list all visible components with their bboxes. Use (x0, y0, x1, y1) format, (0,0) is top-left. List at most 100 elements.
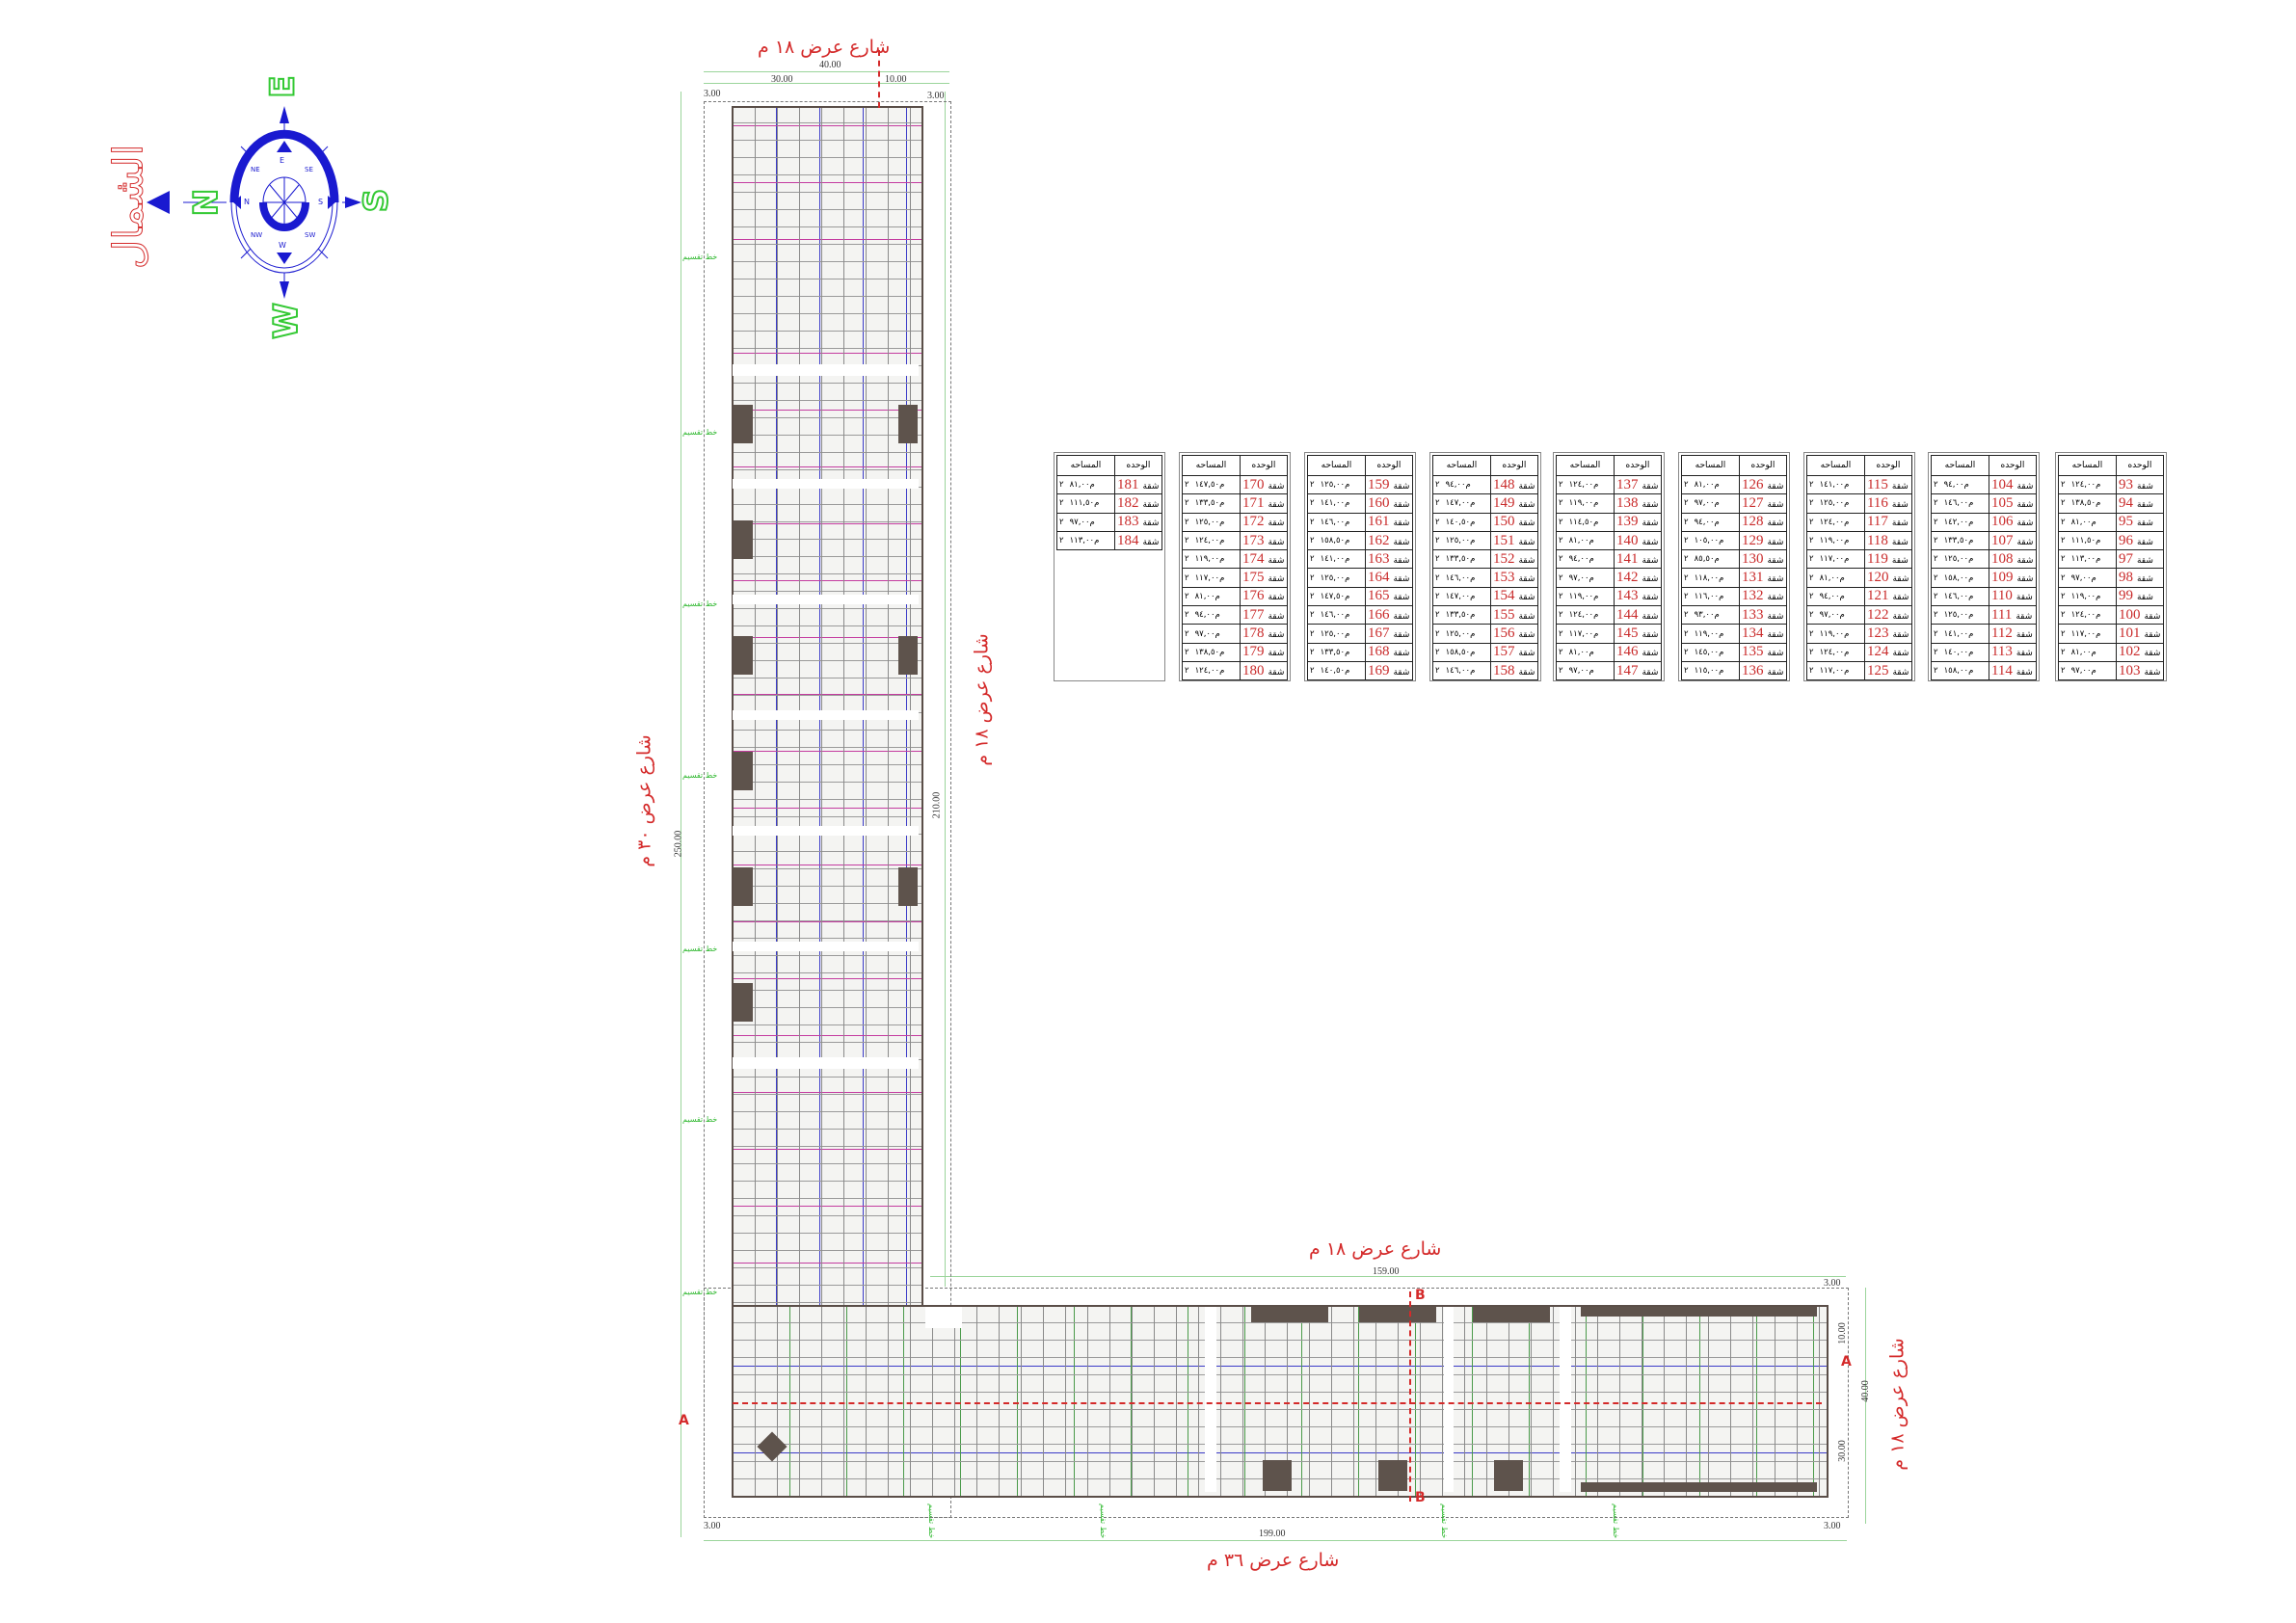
unit-number: 95 (2118, 514, 2133, 530)
unit-type: شقة (1767, 481, 1784, 492)
unit-number: 181 (1116, 476, 1139, 492)
unit-type: شقة (1518, 630, 1535, 641)
unit-number: 125 (1866, 662, 1889, 678)
compass-rose: الشمال N E S W E W N S NE SE NW SW (87, 67, 405, 357)
area-cell: م٢١١٧,٠٠ (1806, 549, 1865, 570)
area-cell: م٢١١٣,٠٠ (2058, 549, 2117, 570)
unit-type: شقة (1892, 574, 1909, 585)
area-unit: م٢ (1559, 591, 1599, 601)
area-unit: م٢ (1185, 536, 1225, 546)
area-unit: م٢ (1310, 572, 1350, 583)
area-cell: م٢١٤٧,٠٠ (1432, 586, 1491, 607)
area-value: ١٢٤,٠٠ (1568, 610, 1594, 621)
compass-inner-w: W (279, 241, 286, 250)
area-value: ١٤٧,٥٠ (1320, 591, 1346, 601)
unit-number: 160 (1367, 494, 1390, 511)
area-value: ١٢٥,٠٠ (1320, 480, 1346, 491)
area-unit: م٢ (1684, 572, 1724, 583)
area-cell: م٢٨٥,٥٠ (1681, 549, 1740, 570)
area-cell: م٢٩٣,٠٠ (1681, 605, 1740, 625)
area-cell: م٢١٣٣,٥٠ (1182, 493, 1241, 514)
area-value: ١١٩,٠٠ (2070, 591, 2096, 601)
area-unit: م٢ (1435, 647, 1476, 657)
area-value: ١٤٦,٠٠ (1445, 572, 1471, 583)
unit-type: شقة (2136, 574, 2153, 585)
area-unit: م٢ (1559, 554, 1594, 565)
area-cell: م٢٨١,٠٠ (1681, 474, 1740, 495)
unit-number: 122 (1866, 606, 1889, 623)
dim-top-right: 10.00 (885, 74, 907, 85)
unit-type: شقة (1393, 593, 1410, 603)
area-value: ١٢٥,٠٠ (1943, 610, 1969, 621)
unit-type: شقة (1393, 611, 1410, 622)
unit-type: شقة (1268, 630, 1285, 641)
unit-type: شقة (1268, 537, 1285, 547)
unit-number: 161 (1367, 514, 1390, 530)
area-unit: م٢ (1684, 517, 1720, 527)
unit-type: شقة (1767, 519, 1784, 529)
unit-type: شقة (1642, 611, 1659, 622)
header-area: المساحه (1556, 455, 1615, 476)
unit-type: شقة (1268, 555, 1285, 566)
header-unit: الوحده (1988, 455, 2038, 476)
unit-number: 162 (1367, 532, 1390, 548)
unit-number: 176 (1241, 588, 1265, 604)
plot-boundary-wing (704, 1288, 1849, 1518)
unit-type: شقة (2016, 537, 2034, 547)
unit-number: 131 (1741, 570, 1764, 586)
unit-type: شقة (1268, 649, 1285, 659)
header-unit: الوحده (1364, 455, 1414, 476)
unit-type: شقة (1642, 667, 1659, 678)
area-cell: م٢١٤١,٠٠ (1806, 474, 1865, 495)
dim-top-total: 40.00 (819, 60, 841, 70)
unit-type: شقة (2136, 519, 2153, 529)
unit-type: شقة (1518, 481, 1535, 492)
area-unit: م٢ (1435, 480, 1471, 491)
unit-number: 155 (1492, 606, 1515, 623)
area-cell: م٢٩٤,٠٠ (1806, 586, 1865, 607)
compass-letter-w: W (266, 302, 307, 340)
unit-number: 173 (1241, 532, 1265, 548)
area-unit: م٢ (1435, 536, 1476, 546)
unit-type: شقة (1767, 611, 1784, 622)
unit-number: 116 (1866, 494, 1888, 511)
unit-number: 151 (1492, 532, 1515, 548)
unit-type: شقة (2016, 611, 2033, 622)
header-area: المساحه (1307, 455, 1366, 476)
area-value: ١١٣,٠٠ (2070, 554, 2096, 565)
area-unit: م٢ (2061, 647, 2096, 657)
unit-type: شقة (1518, 519, 1535, 529)
unit-type: شقة (2136, 555, 2153, 566)
unit-type: شقة (1518, 667, 1535, 678)
unit-number: 104 (1990, 476, 2014, 492)
